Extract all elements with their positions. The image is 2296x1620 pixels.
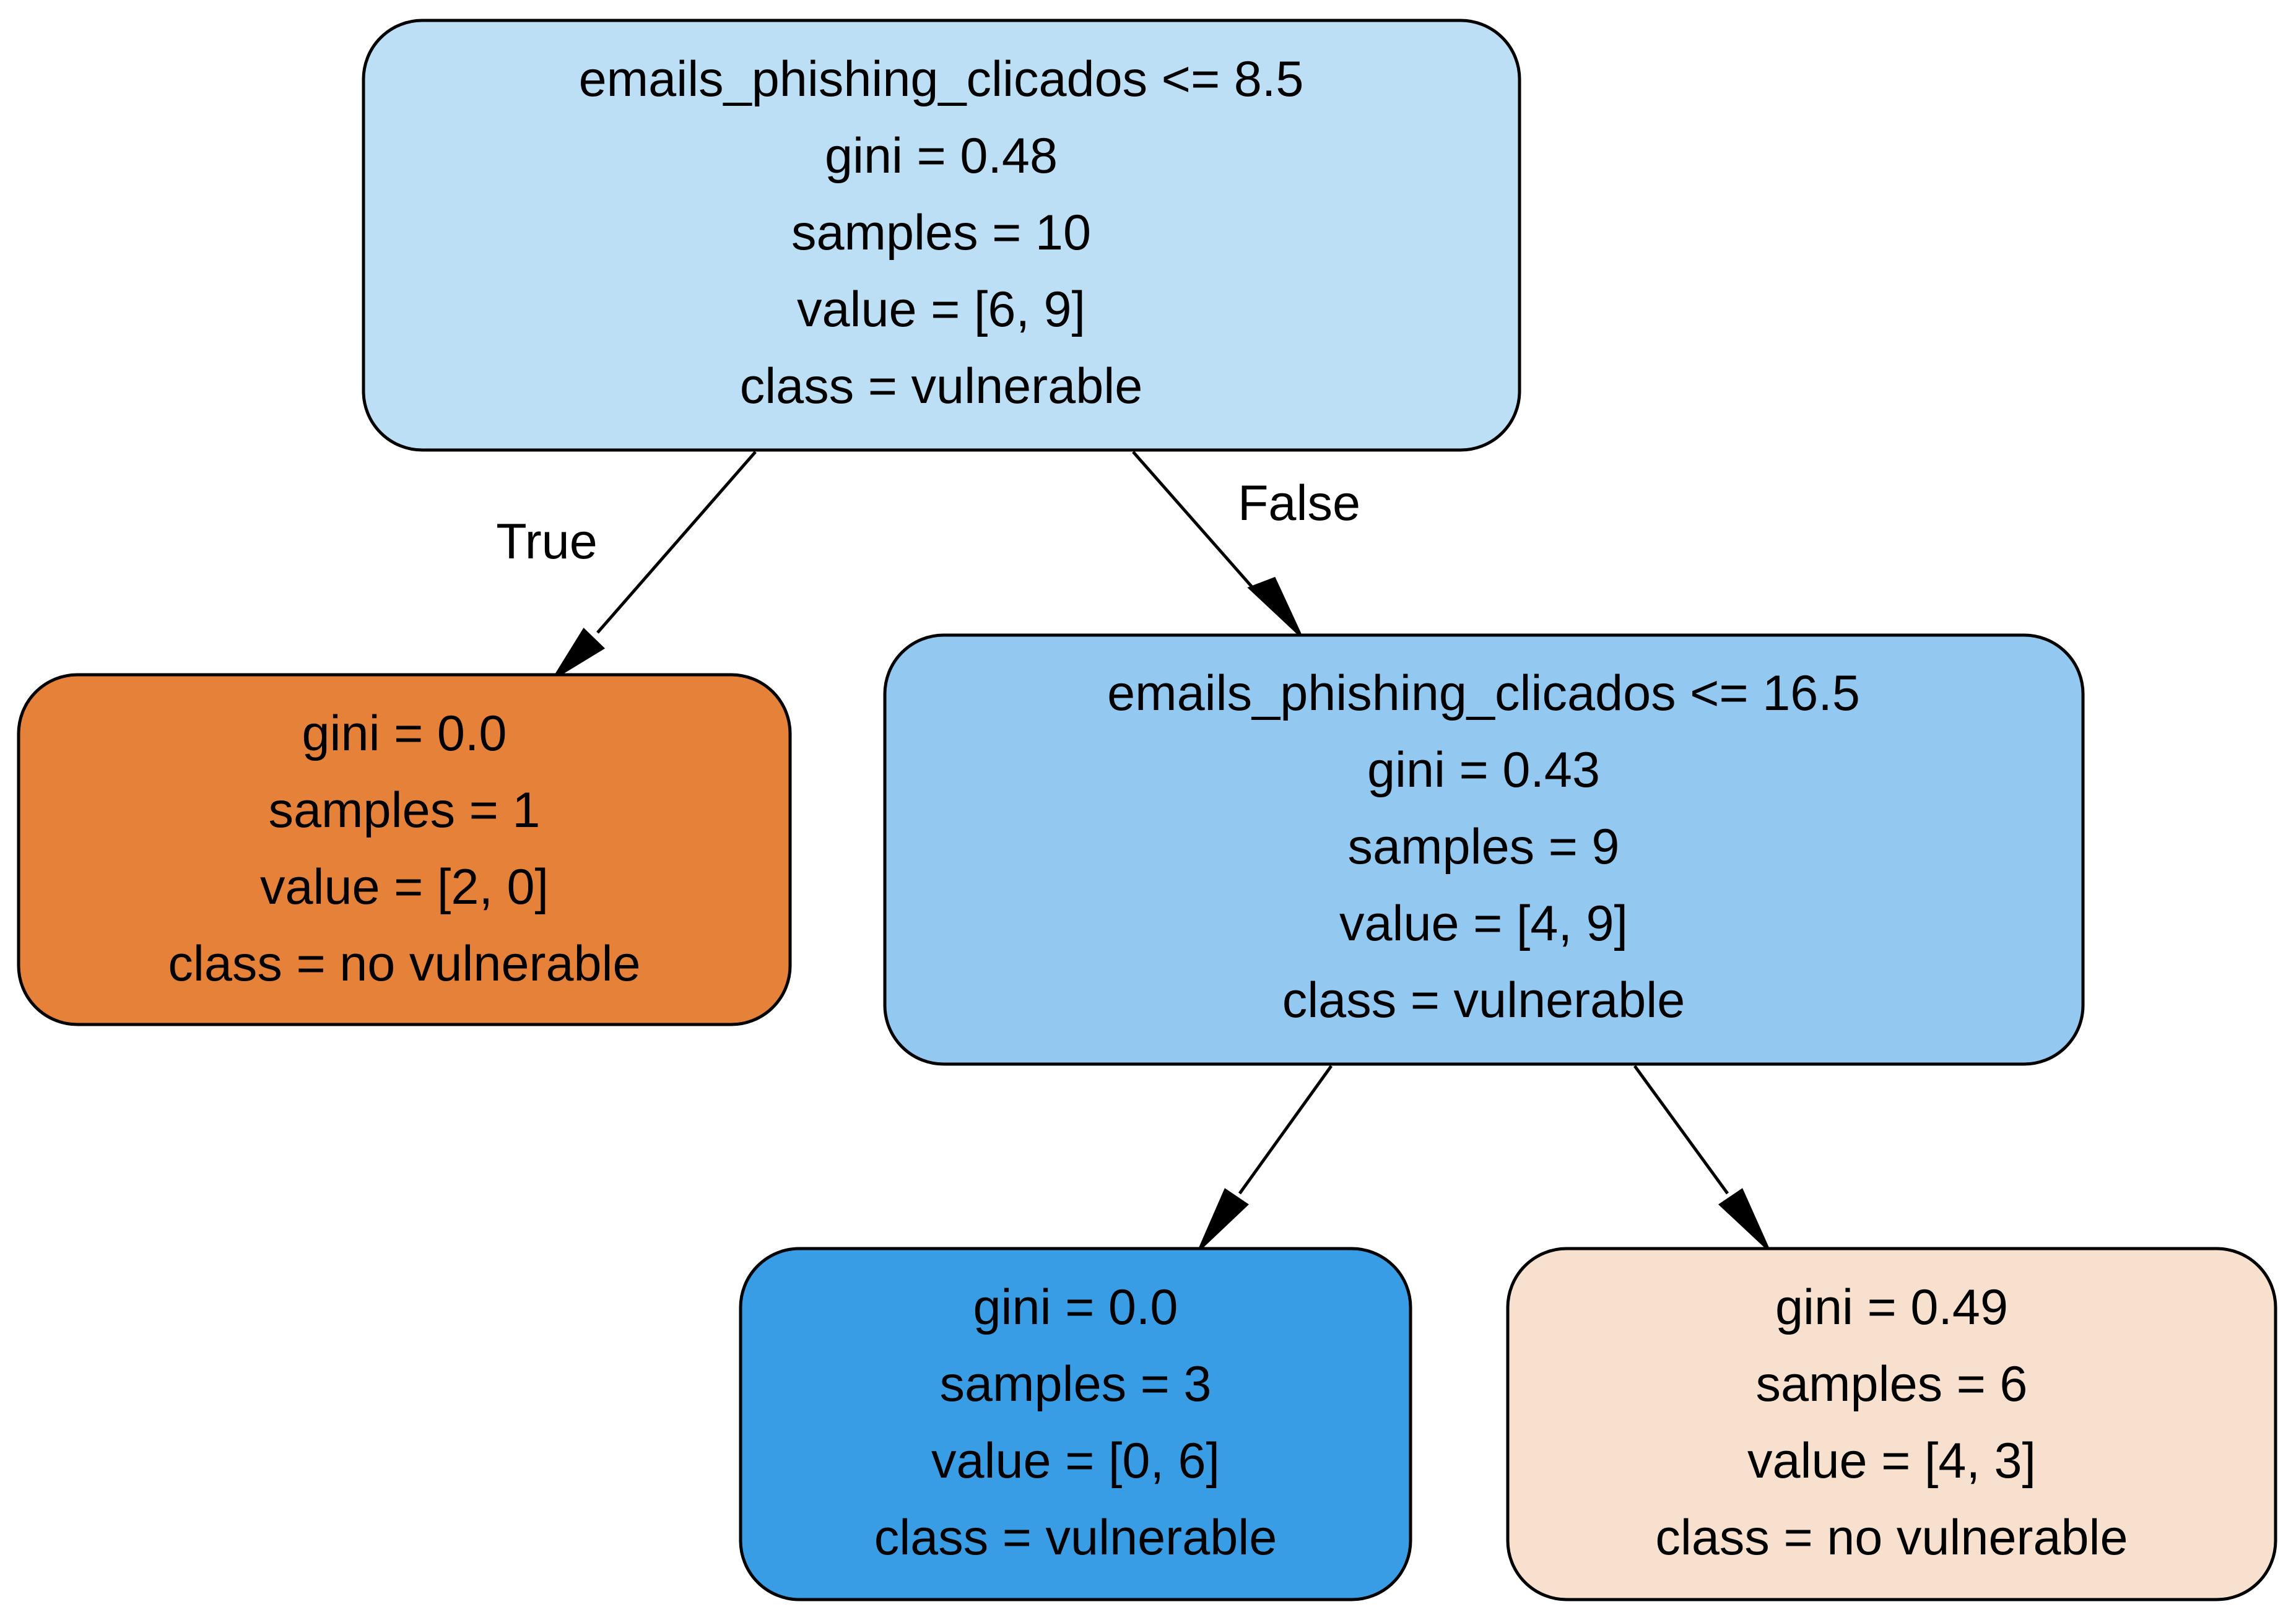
node-box [1506,1247,2277,1601]
node-samples: samples = 6 [1756,1356,2028,1412]
node-class: class = vulnerable [1282,972,1685,1028]
node-value: value = [4, 9] [1339,896,1628,951]
node-value: value = [0, 6] [931,1433,1220,1489]
node-class: class = no vulnerable [1655,1510,2128,1566]
tree-node-left-leaf: gini = 0.0 samples = 1 value = [2, 0] cl… [17,673,792,1026]
edge-label-false: False [1238,475,1360,531]
node-split-rule: emails_phishing_clicados <= 8.5 [579,51,1304,107]
node-value: value = [6, 9] [797,282,1085,337]
node-gini: gini = 0.49 [1775,1280,2008,1335]
node-samples: samples = 1 [269,782,541,838]
tree-node-right-split: emails_phishing_clicados <= 16.5 gini = … [883,633,2085,1066]
node-value: value = [4, 3] [1747,1433,2036,1489]
node-gini: gini = 0.48 [825,128,1058,184]
node-gini: gini = 0.43 [1367,742,1600,798]
tree-node-bottom-right-leaf: gini = 0.49 samples = 6 value = [4, 3] c… [1506,1247,2277,1601]
edge-n2-n4 [1633,1065,1770,1250]
node-samples: samples = 9 [1348,819,1620,875]
node-class: class = vulnerable [740,358,1143,414]
node-value: value = [2, 0] [260,859,549,915]
node-box [739,1247,1412,1601]
arrowhead [553,628,606,679]
edge-n2-n3 [1198,1065,1333,1250]
node-gini: gini = 0.0 [302,706,507,761]
edge-n0-n1 [553,451,757,679]
edge-label-true: True [496,514,598,570]
tree-node-bottom-left-leaf: gini = 0.0 samples = 3 value = [0, 6] cl… [739,1247,1412,1601]
node-samples: samples = 10 [791,205,1091,261]
node-box [17,673,792,1026]
node-samples: samples = 3 [940,1356,1212,1412]
node-gini: gini = 0.0 [973,1280,1178,1335]
node-class: class = vulnerable [874,1510,1277,1566]
node-split-rule: emails_phishing_clicados <= 16.5 [1107,665,1860,721]
arrowhead [1718,1188,1770,1250]
arrowhead [1247,576,1302,636]
edge-n0-n2 [1132,451,1302,636]
node-box [362,19,1521,452]
node-class: class = no vulnerable [168,936,640,992]
tree-node-root: emails_phishing_clicados <= 8.5 gini = 0… [362,19,1521,452]
arrowhead [1198,1188,1249,1250]
node-box [883,633,2085,1066]
